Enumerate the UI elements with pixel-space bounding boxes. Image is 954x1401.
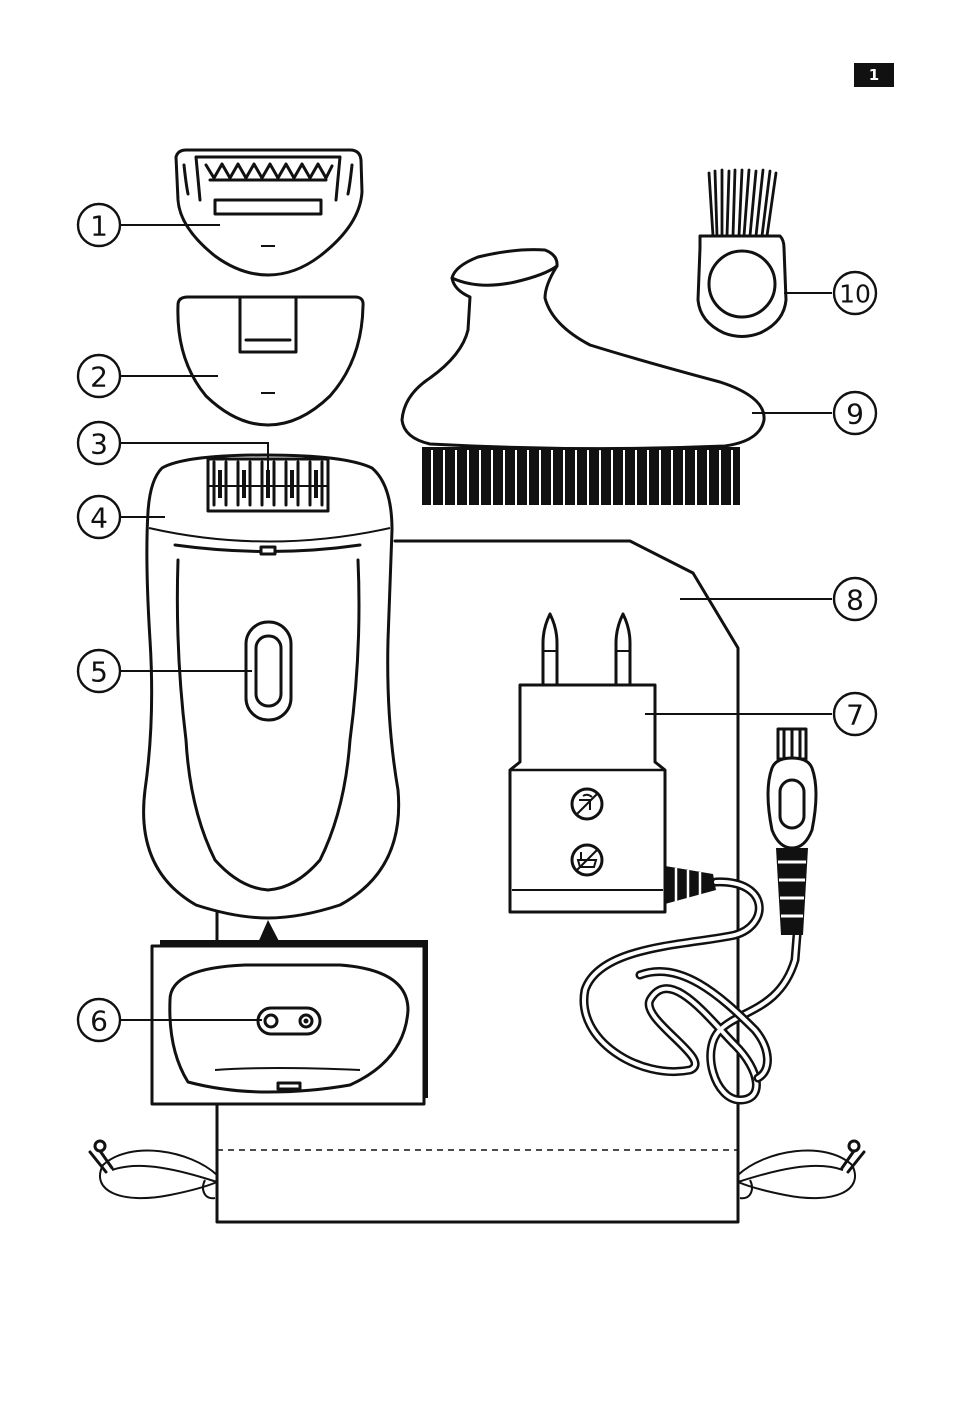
callout-7: 7 (834, 693, 876, 735)
callout-label: 4 (90, 502, 108, 535)
on-off-switch (246, 622, 291, 720)
appliance-plug (768, 729, 816, 935)
cleaning-brush (698, 170, 786, 337)
callout-1: 1 (78, 204, 120, 246)
callout-6: 6 (78, 999, 120, 1041)
sensitive-area-cap (178, 297, 363, 425)
callout-10: 10 (834, 272, 876, 314)
shaving-head (176, 150, 362, 275)
callout-label: 9 (846, 398, 864, 431)
callout-label: 5 (90, 656, 108, 689)
callout-8: 8 (834, 578, 876, 620)
callout-3: 3 (78, 422, 120, 464)
callout-label: 7 (846, 699, 864, 732)
socket-inset (152, 940, 428, 1104)
callout-label: 3 (90, 428, 108, 461)
callout-4: 4 (78, 496, 120, 538)
callout-label: 8 (846, 584, 864, 617)
callout-label: 2 (90, 361, 108, 394)
power-adapter (510, 614, 816, 1100)
epilator-appliance (144, 455, 399, 945)
callout-9: 9 (834, 392, 876, 434)
no-water-icon (572, 789, 602, 819)
no-bathtub-icon (572, 845, 602, 875)
callout-label: 1 (90, 210, 108, 243)
callout-label: 10 (839, 280, 871, 309)
callout-2: 2 (78, 355, 120, 397)
callout-5: 5 (78, 650, 120, 692)
callout-label: 6 (90, 1005, 108, 1038)
